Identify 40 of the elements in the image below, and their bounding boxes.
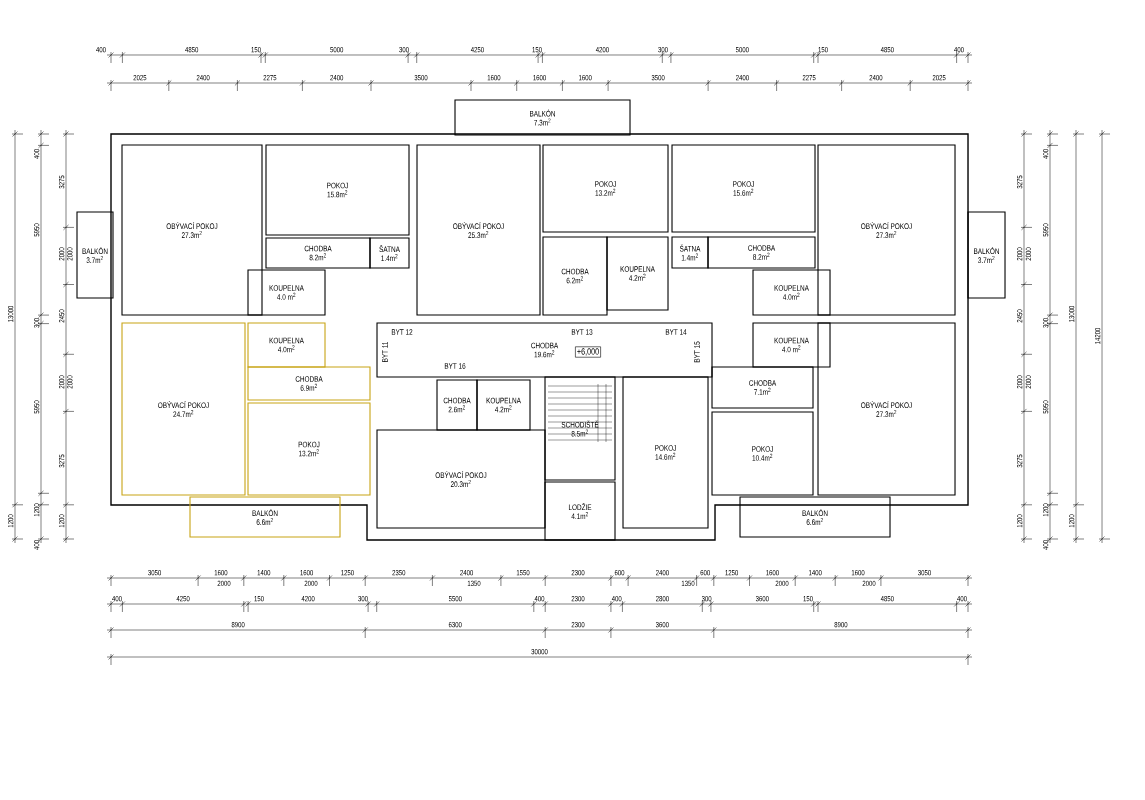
room-outline: OBÝVACÍ POKOJ 25.3m$^{2}$ — [416, 144, 541, 316]
apartment-label: BYT 12 — [391, 329, 413, 335]
level-mark: +6,000 — [575, 346, 601, 358]
room-outline: POKOJ 14.6m$^{2}$ — [622, 376, 709, 529]
apartment-label: BYT 14 — [665, 329, 687, 335]
room-outline: LODŽIE 4.1m$^{2}$ — [544, 481, 616, 541]
room-outline: CHODBA 2.6m$^{2}$ — [436, 379, 478, 431]
room-outline: OBÝVACÍ POKOJ 20.3m$^{2}$ — [376, 429, 546, 529]
balcony-outline: KOUPELNA 4.0 m$^{2}$ — [752, 322, 831, 368]
room-outline: POKOJ 13.2m$^{2}$ — [247, 402, 371, 496]
room-outline: CHODBA 8.2m$^{2}$ — [265, 237, 371, 269]
room-outline: OBÝVACÍ POKOJ 27.3m$^{2}$ — [817, 322, 956, 496]
room-outline: POKOJ 13.2m$^{2}$ — [542, 144, 669, 233]
apartment-label: BYT 15 — [694, 341, 700, 363]
balcony-outline: KOUPELNA 4.0m$^{2}$ — [247, 322, 326, 368]
room-outline: KOUPELNA 4.0m$^{2}$ — [752, 269, 831, 316]
room-outline: KOUPELNA 4.2m$^{2}$ — [476, 379, 531, 431]
room-outline: KOUPELNA 4.2m$^{2}$ — [606, 236, 669, 311]
room-outline: SCHODIŠTĚ 8.5m$^{2}$ — [544, 376, 616, 481]
balcony-outline: BALKÓN 7.3m$^{2}$ — [454, 99, 631, 136]
room-outline: ŠATNA 1.4m$^{2}$ — [671, 236, 709, 269]
apartment-label: BYT 16 — [444, 363, 466, 369]
room-outline: KOUPELNA 4.0 m$^{2}$ — [247, 269, 326, 316]
room-outline: POKOJ 15.6m$^{2}$ — [671, 144, 816, 233]
apartment-label: BYT 13 — [571, 329, 593, 335]
room-outline: OBÝVACÍ POKOJ 27.3m$^{2}$ — [817, 144, 956, 316]
balcony-outline: CHODBA 6.9m$^{2}$ — [247, 366, 371, 401]
balcony-outline: BALKÓN 6.6m$^{2}$ — [189, 496, 341, 538]
room-outline: BALKÓN 3.7m$^{2}$ — [76, 211, 114, 299]
room-outline: CHODBA 8.2m$^{2}$ — [707, 236, 816, 269]
room-outline: ŠATNA 1.4m$^{2}$ — [369, 237, 410, 269]
room-outline: BALKÓN 3.7m$^{2}$ — [967, 211, 1006, 299]
room-outline: CHODBA 6.2m$^{2}$ — [542, 236, 608, 316]
apartment-label: BYT 11 — [382, 341, 388, 362]
balcony-outline: CHODBA 7.1m$^{2}$ — [711, 366, 814, 409]
room-outline: OBÝVACÍ POKOJ 27.3m$^{2}$ — [121, 144, 263, 316]
room-outline: POKOJ 10.4m$^{2}$ — [711, 411, 814, 496]
room-outline: OBÝVACÍ POKOJ 24.7m$^{2}$ — [121, 322, 246, 496]
room-outline: POKOJ 15.8m$^{2}$ — [265, 144, 410, 236]
balcony-outline: BALKÓN 6.6m$^{2}$ — [739, 496, 891, 538]
